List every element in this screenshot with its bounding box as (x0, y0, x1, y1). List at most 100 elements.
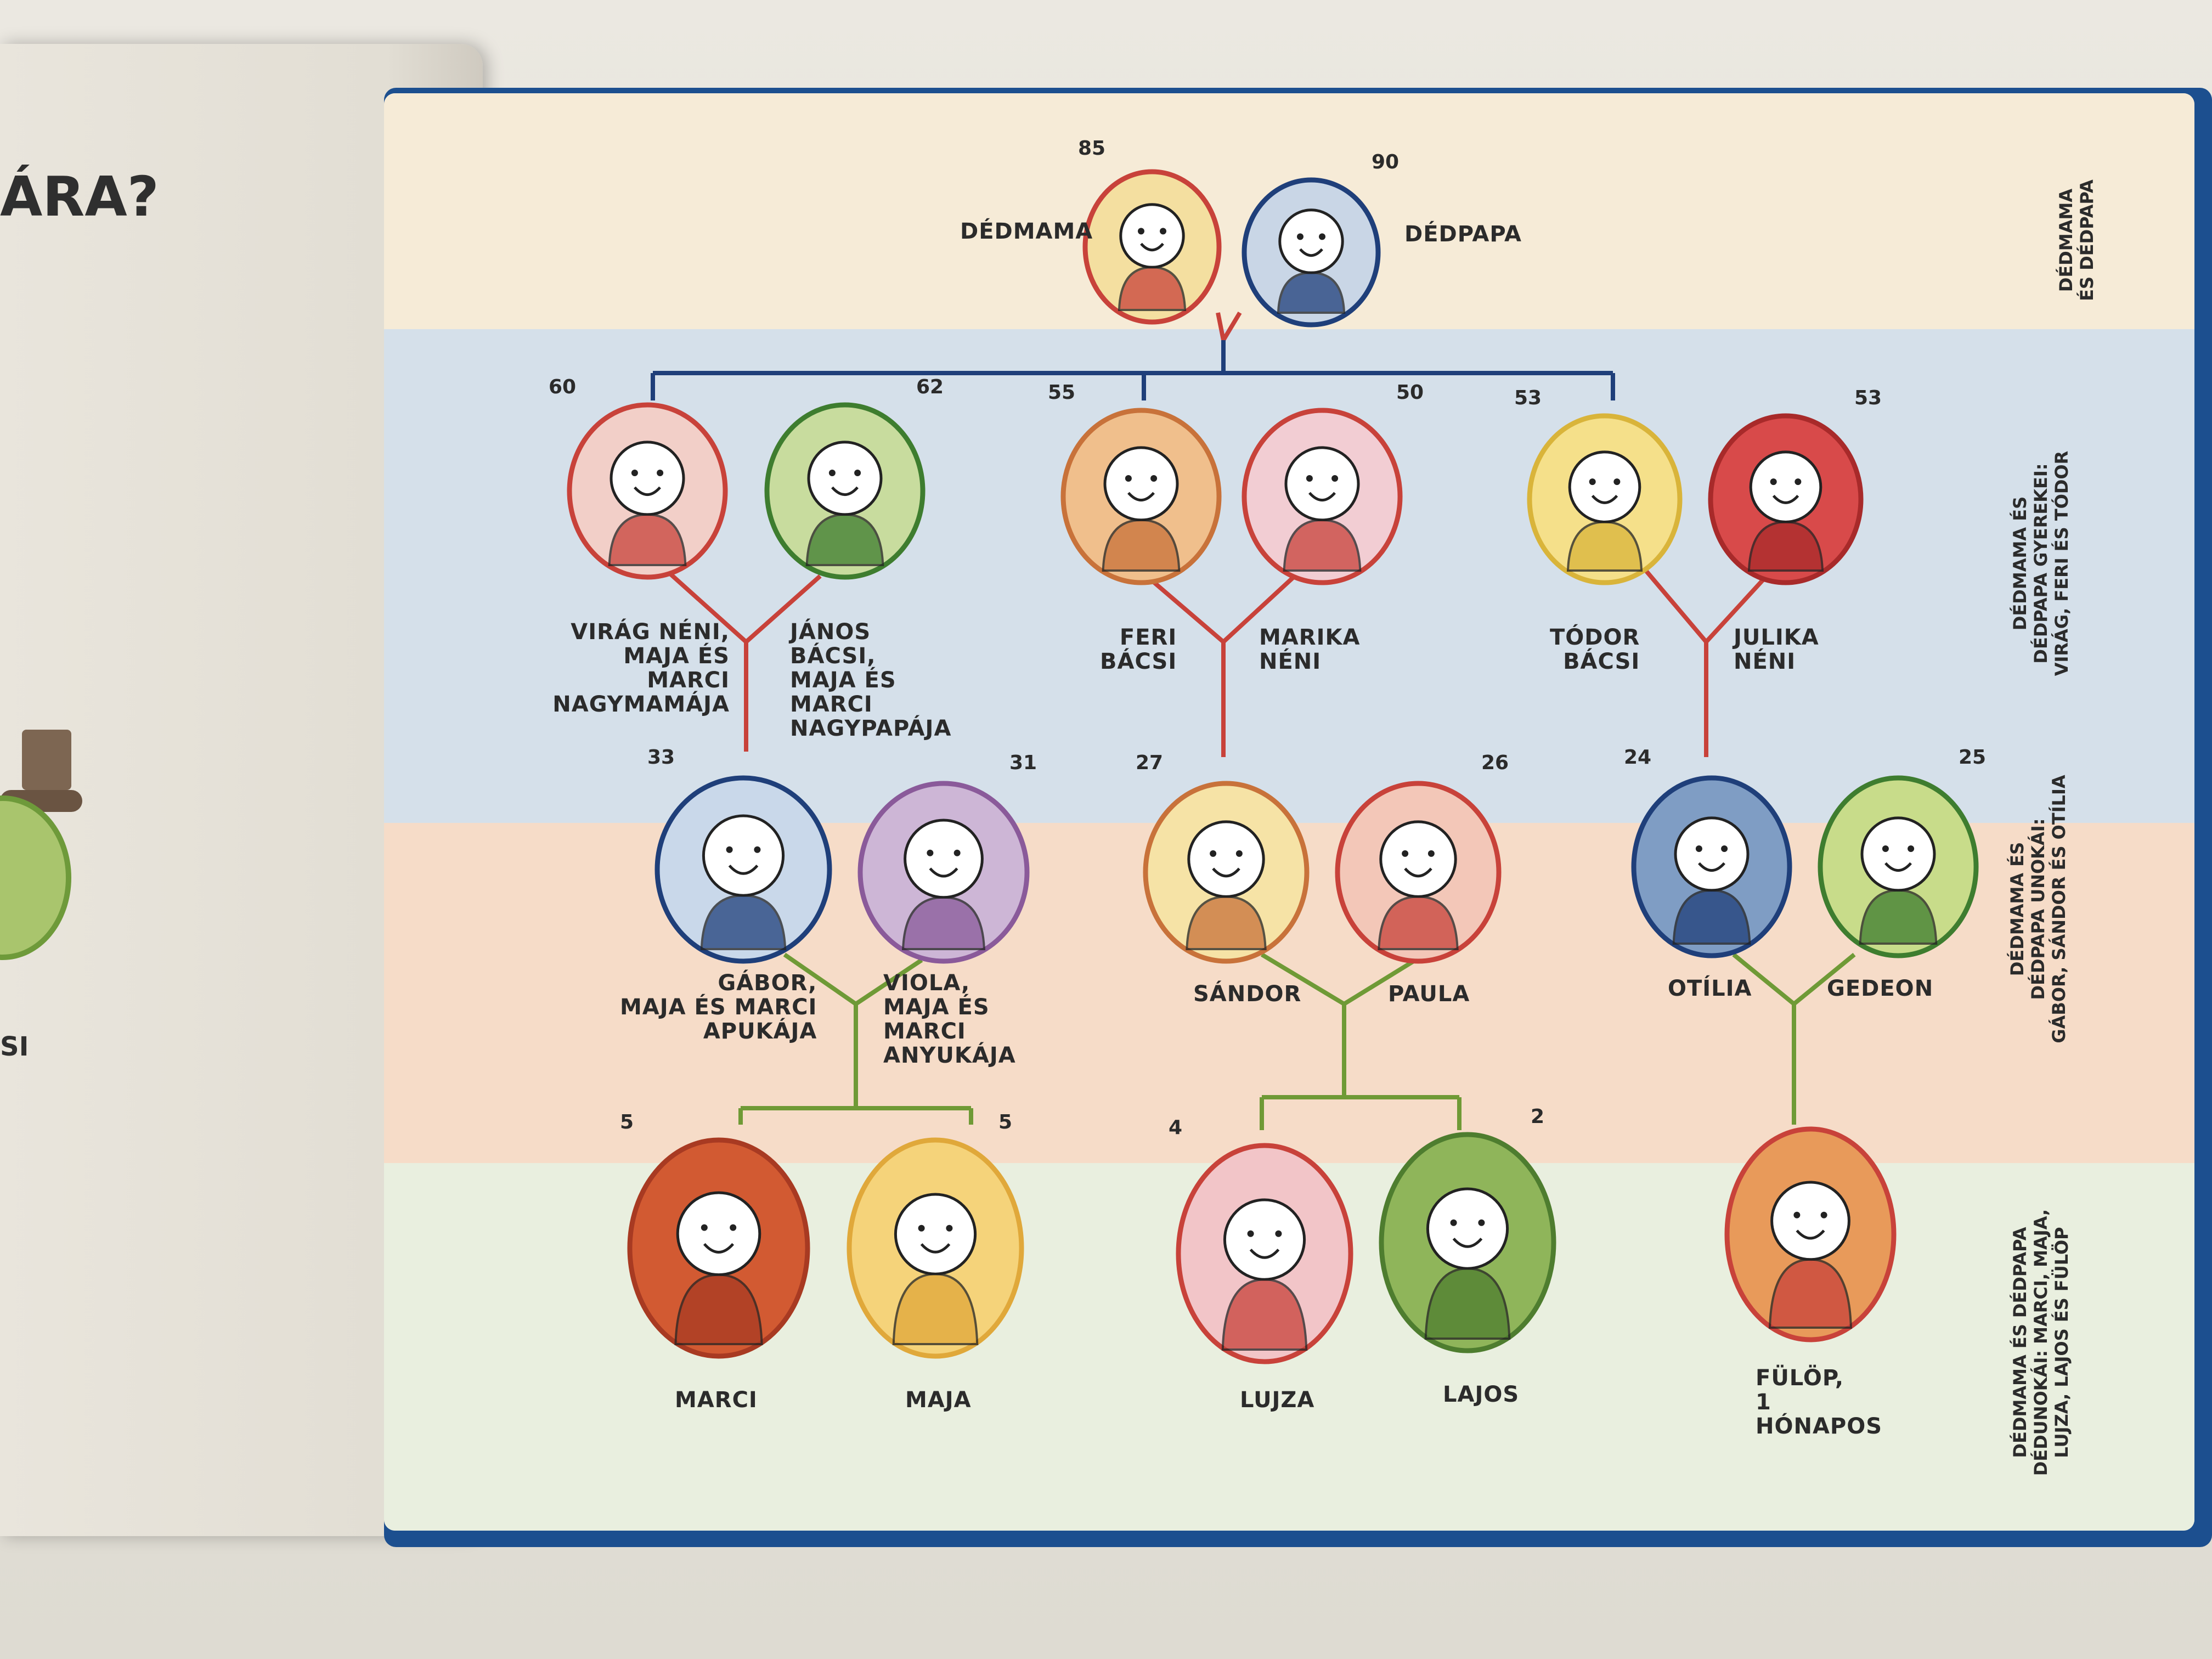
age-label-marika: 50 (1396, 381, 1424, 404)
name-label-marika: MARIKA NÉNI (1259, 625, 1360, 674)
name-label-todor: TÓDOR BÁCSI (1550, 625, 1640, 674)
left-page-label: SI (0, 1031, 29, 1062)
portrait-viola (856, 779, 1031, 966)
face-icon (905, 820, 983, 898)
face-icon (809, 442, 881, 515)
name-label-marci: MARCI (675, 1388, 758, 1412)
person-fulop: FÜLÖP, 1 HÓNAPOS (1723, 1125, 1898, 1344)
portrait-lajos (1377, 1130, 1558, 1355)
face-icon (1772, 1182, 1849, 1260)
name-label-janos: JÁNOS BÁCSI, MAJA ÉS MARCI NAGYPAPÁJA (790, 620, 951, 741)
age-label-gabor: 33 (647, 746, 675, 769)
portrait-gedeon (1816, 774, 1980, 960)
portrait-paula (1333, 779, 1503, 966)
portrait-julika (1706, 411, 1865, 587)
face-icon (1224, 1200, 1304, 1279)
portrait-marci (625, 1136, 812, 1361)
person-dedmama: DÉDMAMA85 (1081, 167, 1223, 326)
name-label-dedmama: DÉDMAMA (960, 219, 1093, 244)
person-feri: FERI BÁCSI55 (1059, 406, 1223, 587)
face-icon (611, 442, 684, 515)
name-label-virag: VIRÁG NÉNI, MAJA ÉS MARCI NAGYMAMÁJA (549, 620, 730, 716)
name-label-otilia: OTÍLIA (1668, 977, 1752, 1001)
name-label-viola: VIOLA, MAJA ÉS MARCI ANYUKÁJA (883, 971, 1031, 1068)
side-label-generation-4: DÉDMAMA ÉS DÉDPAPA DÉDUNOKÁI: MARCI, MAJ… (2010, 1178, 2072, 1507)
face-icon (1280, 210, 1342, 273)
portrait-otilia (1629, 774, 1794, 960)
portrait-lujza (1174, 1141, 1355, 1366)
name-label-feri: FERI BÁCSI (1100, 625, 1177, 674)
person-maja: MAJA5 (845, 1136, 1026, 1361)
age-label-julika: 53 (1854, 387, 1882, 409)
side-label-generation-3: DÉDMAMA ÉS DÉDPAPA UNOKÁI: GÁBOR, SÁNDOR… (2007, 761, 2069, 1057)
portrait-virag (565, 400, 730, 582)
portrait-janos (763, 400, 927, 582)
name-label-sandor: SÁNDOR (1193, 982, 1301, 1006)
portrait-maja (845, 1136, 1026, 1361)
age-label-feri: 55 (1048, 381, 1075, 404)
age-label-paula: 26 (1481, 752, 1509, 774)
face-icon (678, 1193, 760, 1275)
age-label-gedeon: 25 (1959, 746, 1986, 769)
name-label-lujza: LUJZA (1240, 1388, 1314, 1412)
side-label-generation-2: DÉDMAMA ÉS DÉDPAPA GYEREKEI: VIRÁG, FERI… (2010, 432, 2072, 695)
age-label-otilia: 24 (1624, 746, 1651, 769)
name-label-maja: MAJA (905, 1388, 972, 1412)
age-label-viola: 31 (1009, 752, 1037, 774)
portrait-gabor (653, 774, 834, 966)
face-icon (1751, 452, 1821, 522)
name-label-dedpapa: DÉDPAPA (1404, 222, 1522, 246)
face-icon (1862, 818, 1934, 890)
face-icon (1570, 452, 1640, 522)
age-label-janos: 62 (916, 376, 944, 398)
age-label-todor: 53 (1514, 387, 1542, 409)
age-label-dedmama: 85 (1078, 137, 1105, 160)
portrait-marika (1240, 406, 1404, 587)
name-label-lajos: LAJOS (1443, 1383, 1519, 1407)
face-icon (1381, 822, 1455, 896)
portrait-feri (1059, 406, 1223, 587)
portrait-dedmama (1081, 167, 1223, 326)
face-icon (895, 1194, 975, 1274)
name-label-paula: PAULA (1388, 982, 1470, 1006)
portrait-sandor (1141, 779, 1311, 966)
face-icon (1189, 822, 1263, 896)
top-hat-illustration (22, 730, 71, 790)
portrait-fulop (1723, 1125, 1898, 1344)
age-label-virag: 60 (549, 376, 576, 398)
face-icon (1675, 818, 1748, 890)
side-label-generation-1: DÉDMAMA ÉS DÉDPAPA (2056, 158, 2097, 323)
face-icon (1105, 448, 1177, 520)
portrait-todor (1525, 411, 1684, 587)
face-icon (1286, 448, 1358, 520)
face-icon (703, 816, 783, 895)
age-label-marci: 5 (620, 1111, 634, 1133)
face-icon (1427, 1189, 1507, 1268)
name-label-gabor: GÁBOR, MAJA ÉS MARCI APUKÁJA (620, 971, 817, 1043)
left-page-title: ÁRA? (0, 165, 159, 229)
name-label-fulop: FÜLÖP, 1 HÓNAPOS (1756, 1366, 1898, 1438)
age-label-maja: 5 (998, 1111, 1012, 1133)
name-label-gedeon: GEDEON (1827, 977, 1933, 1001)
age-label-dedpapa: 90 (1372, 151, 1399, 173)
portrait-dedpapa (1240, 176, 1383, 329)
face-icon (1121, 205, 1183, 267)
name-label-julika: JULIKA NÉNI (1734, 625, 1819, 674)
age-label-lujza: 4 (1169, 1116, 1182, 1139)
